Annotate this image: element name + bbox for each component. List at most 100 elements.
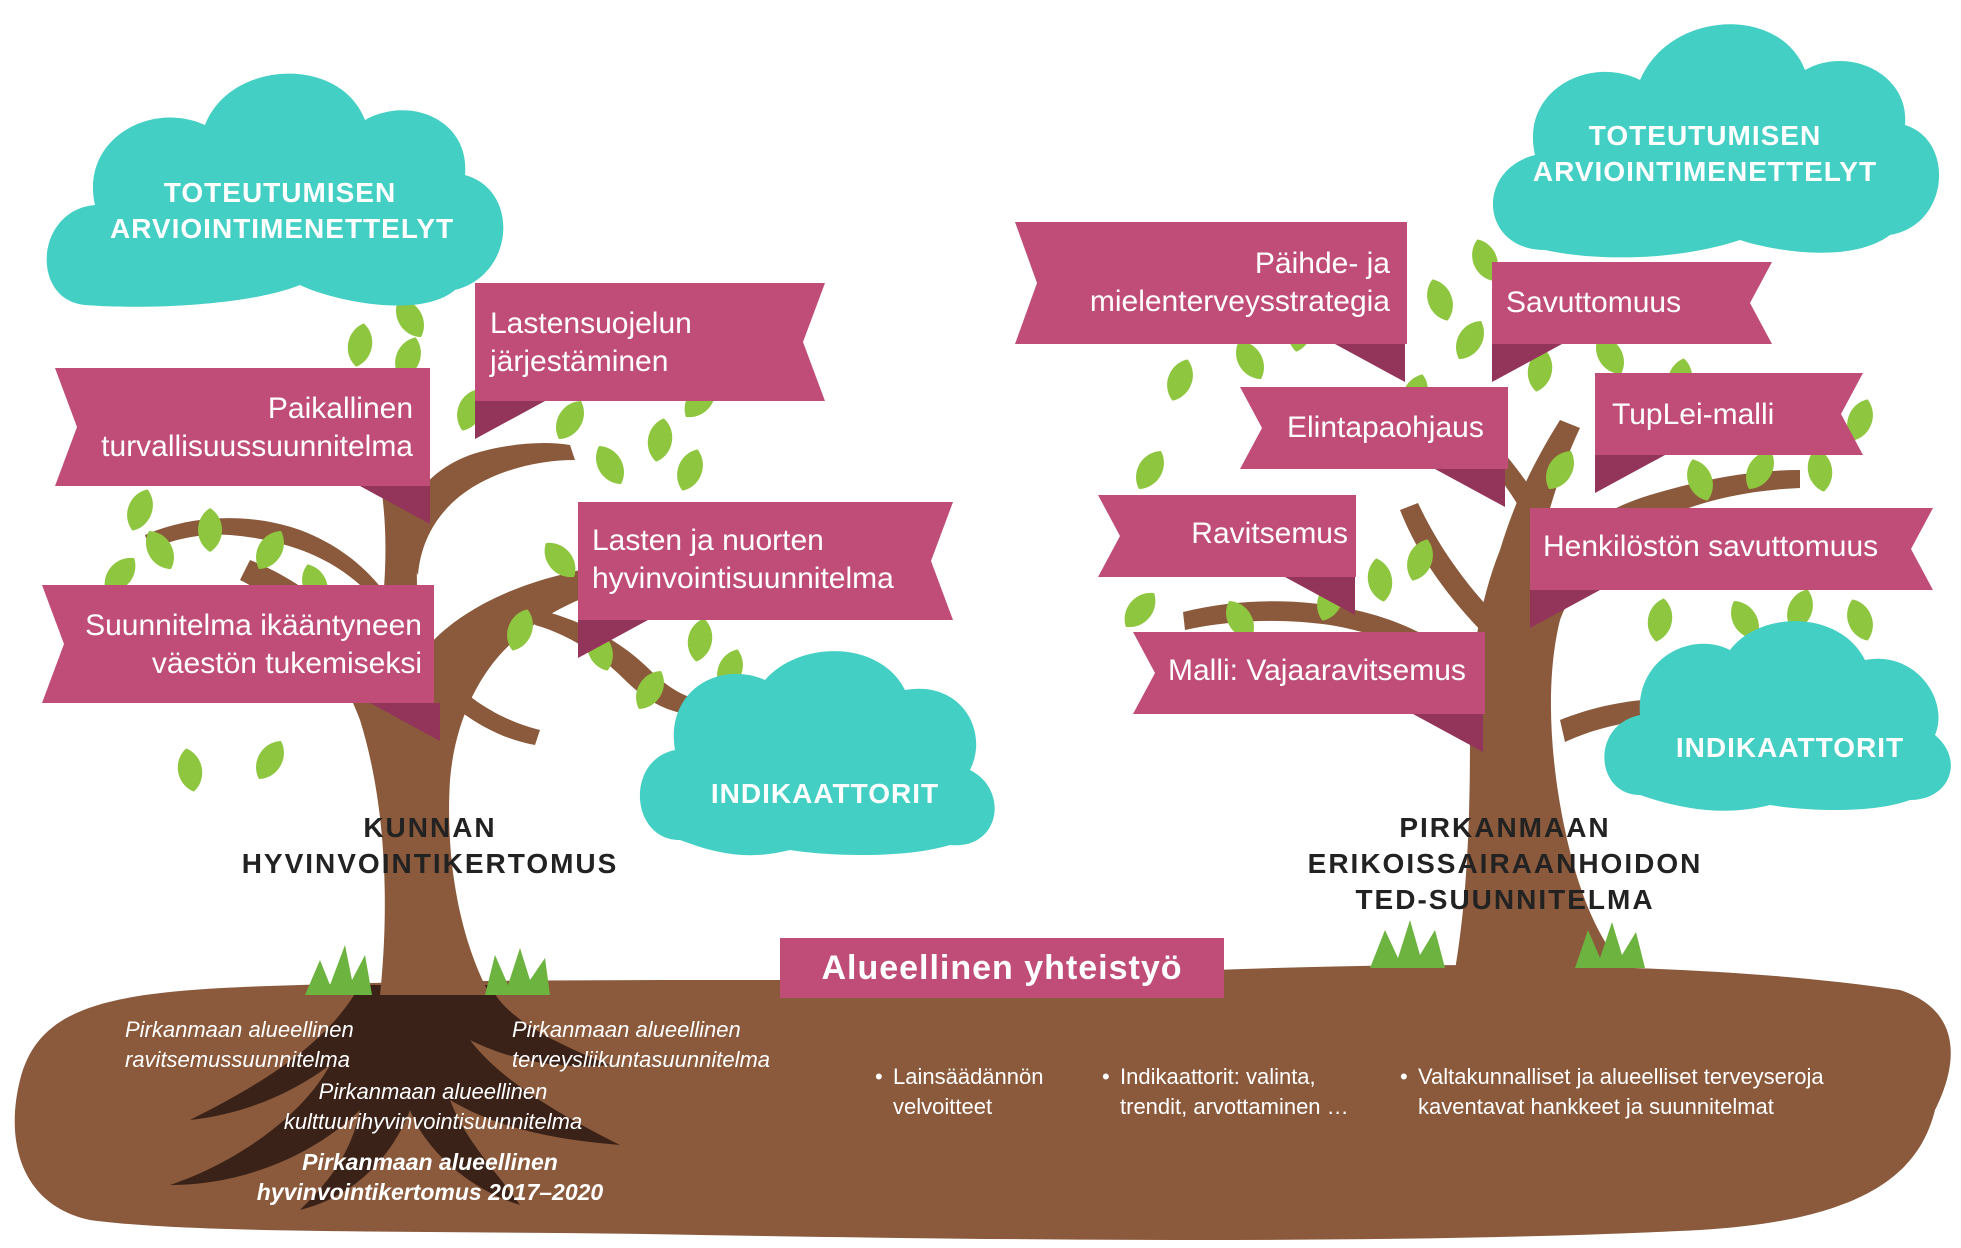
right-tree-title-line1: PIRKANMAAN: [1399, 812, 1611, 843]
leaf-shape: [687, 618, 713, 662]
root-text-line: Pirkanmaan alueellinen: [318, 1079, 548, 1104]
ribbon-text-line: Suunnitelma ikääntyneen: [85, 609, 422, 642]
leaf-shape: [256, 740, 284, 780]
leaf-shape: [544, 543, 576, 577]
root-kulttuuri: Pirkanmaan alueellinen kulttuurihyvinvoi…: [268, 1077, 598, 1137]
ribbon-shape-turvallisuus: [55, 368, 430, 524]
left-cloud-evaluation-line2: ARVIOINTIMENETTELYT: [110, 213, 455, 244]
bullet-text-line: kaventavat hankkeet ja suunnitelmat: [1418, 1094, 1774, 1119]
grass: [305, 920, 1645, 995]
ribbon-shape-savuttomuus: [1492, 262, 1772, 382]
left-cloud-evaluation-line1: TOTEUTUMISEN: [163, 177, 397, 208]
cloud-right-top: [1492, 24, 1940, 258]
leaf-shape: [1456, 320, 1484, 360]
ribbon-ravitsemus: Ravitsemus: [1191, 517, 1348, 550]
leaf-shape: [1167, 359, 1193, 401]
bullet-dot-icon: •: [875, 1064, 883, 1089]
bullet-indicators: • Indikaattorit: valinta, trendit, arvot…: [1102, 1062, 1349, 1122]
leaf-shape: [647, 418, 673, 462]
leaf-shape: [677, 449, 703, 491]
ribbon-shape-ravitsemus: [1098, 495, 1356, 615]
leaf-shape: [636, 670, 664, 710]
right-cloud-indicators: INDIKAATTORIT: [1675, 732, 1905, 763]
ribbon-shape-henkilosto: [1530, 508, 1933, 628]
leaf-shape: [1124, 593, 1156, 627]
bullet-projects: • Valtakunnalliset ja alueelliset tervey…: [1400, 1062, 1824, 1122]
ribbon-shape-ikaantyneet: [42, 585, 440, 741]
ribbon-text-line: järjestäminen: [490, 345, 669, 378]
leaf-shape: [1787, 589, 1813, 631]
leaf-shape: [256, 530, 284, 570]
leaf-shape: [596, 445, 624, 485]
ribbon-paihde: Päihde- ja mielenterveysstrategia: [1040, 245, 1390, 321]
bullet-legislation: • Lainsäädännön velvoitteet: [875, 1062, 1043, 1122]
cloud-left-top: [46, 73, 504, 307]
root-text-line: hyvinvointikertomus 2017–2020: [256, 1179, 604, 1205]
regional-cooperation-banner: Alueellinen yhteistyö: [780, 938, 1224, 998]
ribbon-text-line: mielenterveysstrategia: [1089, 285, 1390, 318]
right-cloud-evaluation-line1: TOTEUTUMISEN: [1588, 120, 1822, 151]
ribbon-text-line: Lasten ja nuorten: [592, 524, 824, 557]
leaf-shape: [104, 558, 136, 592]
root-hyvinvointikertomus: Pirkanmaan alueellinen hyvinvointikertom…: [230, 1147, 630, 1207]
bullet-text-line: Indikaattorit: valinta,: [1120, 1064, 1316, 1089]
right-cloud-evaluation-line2: ARVIOINTIMENETTELYT: [1532, 156, 1878, 187]
leaf-shape: [1596, 335, 1624, 375]
root-ravitsemus: Pirkanmaan alueellinen ravitsemussuunnit…: [125, 1015, 354, 1075]
root-terveysliikunta: Pirkanmaan alueellinen terveysliikuntasu…: [512, 1015, 770, 1075]
leaf-shape: [1546, 450, 1574, 490]
leaf-shape: [1226, 600, 1254, 640]
leaf-shape: [1687, 459, 1713, 501]
roots-left: [170, 985, 620, 1210]
leaf-shape: [1847, 399, 1873, 441]
leaf-shape: [127, 489, 153, 531]
ribbon-text-line: turvallisuussuunnitelma: [101, 430, 413, 463]
root-text-line: Pirkanmaan alueellinen: [125, 1017, 354, 1042]
leaf-shape: [198, 508, 222, 552]
ribbons: [42, 222, 1933, 752]
ribbon-shape-elintapaohjaus: [1240, 387, 1508, 507]
ribbon-lasten-nuorten: Lasten ja nuorten hyvinvointisuunnitelma: [592, 522, 952, 598]
leaf-shape: [1236, 340, 1264, 380]
right-cloud-evaluation: TOTEUTUMISEN ARVIOINTIMENETTELYT: [1520, 118, 1890, 190]
leaf-shape: [1647, 598, 1673, 642]
ribbon-henkilosto: Henkilöstön savuttomuus: [1543, 530, 1879, 563]
bullet-text-line: trendit, arvottaminen …: [1120, 1094, 1349, 1119]
leaf-shape: [1847, 599, 1873, 641]
cloud-right-indicators: [1604, 621, 1951, 811]
ribbon-shape-lasten-nuorten: [578, 502, 953, 658]
ribbon-text-line: Paikallinen: [267, 392, 413, 425]
leaf-shape: [556, 400, 584, 440]
bullet-text-line: velvoitteet: [893, 1094, 993, 1119]
ribbon-shape-tuplei: [1595, 373, 1863, 493]
root-text-line: kulttuurihyvinvointisuunnitelma: [283, 1109, 583, 1134]
leaf-shape: [177, 748, 203, 792]
ribbon-lastensuojelu: Lastensuojelun järjestäminen: [490, 305, 790, 381]
root-text-line: Pirkanmaan alueellinen: [512, 1017, 741, 1042]
ribbon-elintapaohjaus: Elintapaohjaus: [1287, 411, 1484, 444]
leaf-shape: [146, 530, 174, 570]
leaf-shape: [1367, 558, 1393, 602]
ribbon-tuplei: TupLei-malli: [1612, 398, 1775, 431]
root-text-line: Pirkanmaan alueellinen: [302, 1149, 558, 1175]
left-tree-title-line1: KUNNAN: [363, 812, 497, 843]
root-text-line: terveysliikuntasuunnitelma: [512, 1047, 771, 1072]
leaf-shape: [1807, 448, 1833, 492]
ribbon-text-line: väestön tukemiseksi: [151, 647, 422, 680]
leaf-shape: [1731, 600, 1759, 640]
leaf-shape: [1427, 279, 1453, 321]
ribbon-turvallisuussuunnitelma: Paikallinen turvallisuussuunnitelma: [60, 390, 413, 466]
ribbon-shape-lastensuojelu: [475, 283, 825, 439]
ribbon-text-line: Päihde- ja: [1254, 247, 1390, 280]
leaf-shape: [507, 609, 533, 651]
cloud-left-indicators: [639, 651, 995, 856]
right-tree-title: PIRKANMAAN ERIKOISSAIRAANHOIDON TED-SUUN…: [1295, 810, 1715, 918]
ribbon-shape-vajaaravitsemus: [1133, 632, 1485, 752]
bullet-dot-icon: •: [1102, 1064, 1110, 1089]
leaf-shape: [1472, 239, 1498, 281]
left-cloud-indicators: INDIKAATTORIT: [710, 778, 940, 809]
leaf-shape: [347, 323, 373, 367]
left-tree-title: KUNNAN HYVINVOINTIKERTOMUS: [230, 810, 630, 882]
root-text-line: ravitsemussuunnitelma: [125, 1047, 350, 1072]
